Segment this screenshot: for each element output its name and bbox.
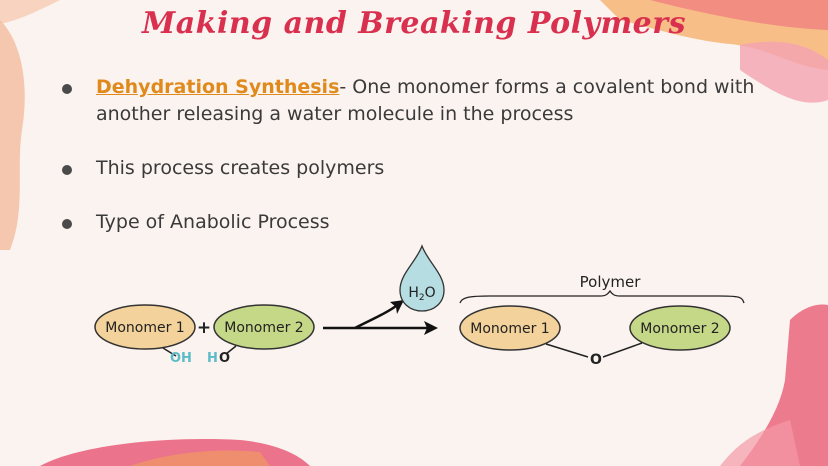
polymer-label: Polymer — [580, 273, 642, 291]
bullet-text: - One monomer forms a covalent bond with… — [96, 76, 755, 125]
monomer2-ellipse — [213, 304, 315, 350]
term-dehydration-synthesis[interactable]: Dehydration Synthesis — [96, 76, 340, 98]
bullet-item: This process creates polymers — [60, 155, 780, 182]
product-monomer1-ellipse — [459, 305, 561, 351]
monomer1-label: Monomer 1 — [105, 320, 184, 336]
oh-label: OH — [170, 351, 192, 366]
splash-top-right-pink — [650, 0, 828, 30]
bullet-list: Dehydration Synthesis- One monomer forms… — [60, 74, 780, 236]
water-release-arrow-head — [390, 300, 404, 314]
ho-bond — [225, 345, 237, 355]
ho-o-label: O — [219, 351, 230, 366]
bullet-dot — [62, 84, 72, 94]
bullet-item: Type of Anabolic Process — [60, 209, 780, 236]
splash-bottom-left-orange — [130, 450, 270, 466]
plus-sign: + — [197, 318, 211, 338]
bullet-dot — [62, 219, 72, 229]
polymer-brace — [459, 289, 745, 304]
water-release-arrow — [354, 304, 397, 330]
product-monomer2-ellipse — [629, 305, 731, 351]
oh-bond — [162, 347, 177, 357]
bullet-text: Type of Anabolic Process — [96, 211, 330, 233]
ho-h-label: H — [207, 351, 218, 366]
product-monomer1-label: Monomer 1 — [470, 321, 549, 337]
bullet-item: Dehydration Synthesis- One monomer forms… — [60, 74, 780, 128]
bridge-oxygen-label: O — [590, 352, 602, 368]
splash-bottom-right — [740, 304, 828, 466]
bridge-bond-left — [545, 343, 589, 358]
splash-top-left — [0, 0, 60, 24]
monomer2-label: Monomer 2 — [224, 320, 303, 336]
splash-left — [0, 20, 25, 250]
splash-right-pink — [740, 41, 828, 103]
bullet-dot — [62, 165, 72, 175]
slide-title: Making and Breaking Polymers — [142, 6, 686, 41]
water-label: H2O — [408, 285, 435, 303]
splash-bottom-right-light — [720, 420, 800, 466]
water-drop-icon — [399, 244, 445, 312]
reaction-arrow-head — [424, 321, 438, 335]
bullet-text: This process creates polymers — [96, 157, 385, 179]
product-monomer2-label: Monomer 2 — [640, 321, 719, 337]
bridge-bond-right — [602, 342, 643, 358]
monomer1-ellipse — [94, 304, 196, 350]
